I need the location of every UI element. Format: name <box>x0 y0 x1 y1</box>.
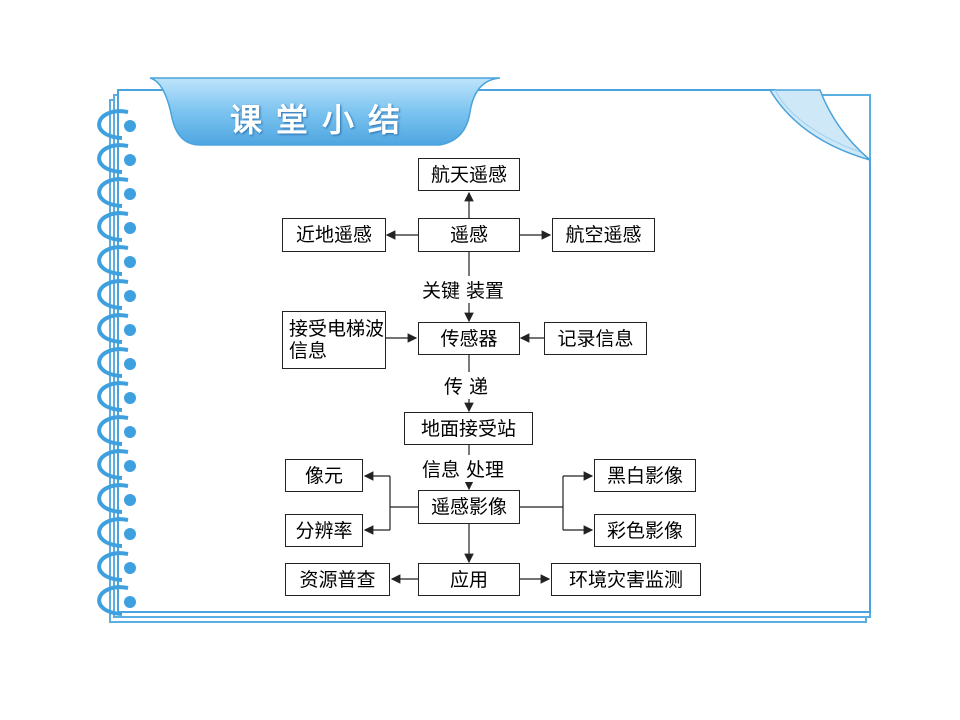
label-processing: 信息 处理 <box>420 455 507 482</box>
node-monitoring: 环境灾害监测 <box>551 563 701 596</box>
label-key-device: 关键 装置 <box>420 276 507 303</box>
node-color-image: 彩色影像 <box>594 514 696 547</box>
page-title: 课堂小结 <box>230 101 415 139</box>
binding-hole <box>124 426 136 438</box>
binding-hole <box>124 392 136 404</box>
node-pixel: 像元 <box>285 459 363 492</box>
node-ground-station: 地面接受站 <box>404 412 533 445</box>
binding-hole <box>124 562 136 574</box>
spiral-ring <box>97 347 129 378</box>
node-application: 应用 <box>418 563 520 596</box>
binding-hole <box>124 528 136 540</box>
label-transmit: 传 递 <box>442 372 491 399</box>
node-near-ground: 近地遥感 <box>282 218 386 252</box>
binding-hole <box>124 188 136 200</box>
node-resolution: 分辨率 <box>285 514 363 547</box>
node-bw-image: 黑白影像 <box>594 459 696 492</box>
title-tab <box>149 77 501 146</box>
binding-hole <box>124 222 136 234</box>
binding-hole <box>124 460 136 472</box>
binding-hole <box>124 256 136 268</box>
binding-hole <box>124 324 136 336</box>
spiral-ring <box>97 585 129 616</box>
binding-hole <box>124 290 136 302</box>
binding-hole <box>124 120 136 132</box>
node-aerospace: 航天遥感 <box>418 158 520 191</box>
spiral-ring <box>97 109 129 140</box>
node-record: 记录信息 <box>544 322 647 355</box>
page-curl-shade <box>774 89 861 153</box>
node-em-wave: 接受电梯波信息 <box>282 311 386 369</box>
binding-hole <box>124 596 136 608</box>
node-aviation: 航空遥感 <box>552 218 655 252</box>
node-survey: 资源普查 <box>285 563 390 596</box>
spiral-ring <box>97 313 129 344</box>
spiral-ring <box>97 279 129 310</box>
spiral-holes <box>124 120 136 608</box>
spiral-ring <box>97 245 129 276</box>
node-sensor: 传感器 <box>418 322 520 355</box>
spiral-ring <box>97 177 129 208</box>
node-image: 遥感影像 <box>418 490 520 524</box>
binding-hole <box>124 154 136 166</box>
binding-hole <box>124 358 136 370</box>
spiral-ring <box>97 551 129 582</box>
spiral-ring <box>97 483 129 514</box>
spiral-ring <box>97 449 129 480</box>
spiral-ring <box>97 211 129 242</box>
spiral-ring <box>97 381 129 412</box>
binding-hole <box>124 494 136 506</box>
page-curl <box>768 89 871 161</box>
spiral-ring <box>97 415 129 446</box>
node-remote-sensing: 遥感 <box>418 218 520 252</box>
spiral-ring <box>97 143 129 174</box>
spiral-ring <box>97 517 129 548</box>
spiral-binding <box>97 109 129 616</box>
